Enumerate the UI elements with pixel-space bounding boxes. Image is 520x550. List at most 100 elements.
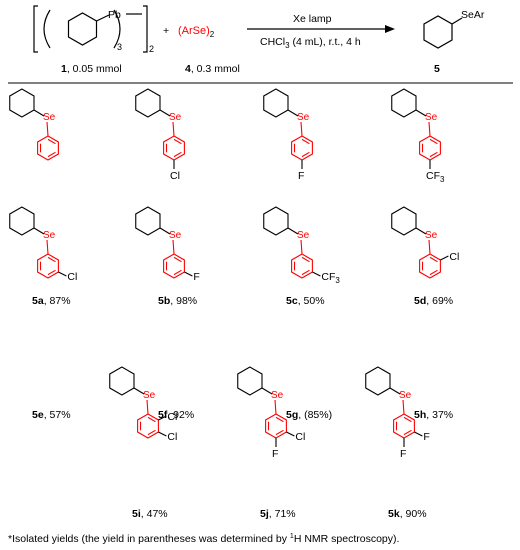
aromatic-double-bond bbox=[47, 138, 56, 145]
se-aryl-bond bbox=[428, 239, 431, 255]
lead-symbol: Pb bbox=[108, 9, 121, 21]
aromatic-double-bond bbox=[429, 256, 438, 263]
substituent-cl: Cl bbox=[167, 431, 177, 443]
reaction-arrow bbox=[247, 25, 395, 33]
c-se-bond bbox=[415, 109, 427, 117]
substituent-f: F bbox=[423, 431, 429, 443]
reagent2-formula: (ArSe)2 bbox=[178, 25, 215, 39]
ligand-count: 3 bbox=[117, 42, 122, 52]
product-label-5d: 5d, 69% bbox=[414, 295, 453, 307]
substituent-bond bbox=[414, 431, 423, 437]
product-label-5f: 5f, 92% bbox=[158, 409, 194, 421]
substituent-bond bbox=[58, 271, 67, 277]
benzene-ring bbox=[163, 253, 185, 279]
condition-solvent-sub: 3 bbox=[285, 41, 290, 50]
product-cyclohexane-ring bbox=[423, 15, 453, 49]
substituent-bond bbox=[440, 255, 449, 261]
aromatic-double-bond bbox=[429, 138, 438, 145]
se-aryl-bond bbox=[300, 239, 303, 255]
product-label-5j: 5j, 71% bbox=[260, 508, 296, 520]
aromatic-double-bond bbox=[403, 416, 412, 423]
reagent-cyclohexane-ring bbox=[67, 12, 98, 46]
reagent2-formula-main: (ArSe) bbox=[178, 25, 210, 37]
selenium-label: Se bbox=[271, 390, 284, 401]
se-aryl-bond bbox=[46, 121, 49, 137]
aromatic-double-bond bbox=[173, 138, 182, 145]
se-aryl-bond bbox=[402, 399, 405, 415]
substituent-cl: Cl bbox=[170, 170, 180, 182]
aromatic-double-bond bbox=[275, 429, 284, 436]
substituent-bond bbox=[158, 431, 167, 437]
left-parenthesis bbox=[43, 9, 51, 49]
se-aryl-bond bbox=[172, 239, 175, 255]
reagent2-amount: , 0.3 mmol bbox=[191, 63, 240, 75]
c-se-bond bbox=[287, 109, 299, 117]
benzene-ring bbox=[291, 253, 313, 279]
c-se-bond bbox=[287, 227, 299, 235]
product-label-5b: 5b, 98% bbox=[158, 295, 197, 307]
aromatic-double-bond bbox=[173, 256, 182, 263]
se-aryl-bond bbox=[300, 121, 303, 137]
c-se-bond bbox=[33, 109, 45, 117]
substituent-f: F bbox=[193, 271, 199, 283]
reagent2-formula-sub: 2 bbox=[210, 30, 215, 39]
selenium-label: Se bbox=[43, 112, 56, 123]
product-5d: Se CF3 5d, 69% bbox=[391, 88, 453, 307]
selenium-label: Se bbox=[425, 230, 438, 241]
selenium-label: Se bbox=[169, 112, 182, 123]
reagent1-label: 1, 0.05 mmol bbox=[61, 63, 122, 75]
c-pb-bond bbox=[96, 14, 110, 22]
cyclohexyl-ring bbox=[263, 206, 289, 236]
substituent-bond bbox=[312, 271, 321, 277]
reagent2-number: 4 bbox=[185, 63, 191, 75]
cyclohexyl-ring bbox=[9, 88, 35, 118]
product-5a: Se 5a, 87% bbox=[9, 88, 71, 307]
cyclohexyl-ring bbox=[109, 366, 135, 396]
plus-sign: + bbox=[163, 25, 169, 37]
aromatic-double-bond bbox=[301, 256, 310, 263]
cyclohexyl-ring bbox=[135, 206, 161, 236]
benzene-ring bbox=[37, 135, 59, 161]
selenium-label: Se bbox=[169, 230, 182, 241]
product-label-5a: 5a, 87% bbox=[32, 295, 71, 307]
product-label-5g: 5g, (85%) bbox=[286, 409, 332, 421]
product-label-5h: 5h, 37% bbox=[414, 409, 453, 421]
footnote: *Isolated yields (the yield in parenthes… bbox=[8, 533, 399, 545]
product-5f: SeF 5f, 92% bbox=[135, 206, 200, 421]
product-label-5i: 5i, 47% bbox=[132, 508, 168, 520]
benzene-ring bbox=[37, 253, 59, 279]
c-se-bond bbox=[133, 387, 145, 395]
substituent-cl: Cl bbox=[295, 431, 305, 443]
aromatic-double-bond bbox=[173, 269, 182, 276]
product-group: SeAr bbox=[461, 9, 485, 21]
aromatic-double-bond bbox=[275, 416, 284, 423]
footnote-superscript: 1 bbox=[290, 533, 294, 540]
aromatic-double-bond bbox=[301, 138, 310, 145]
condition-below-arrow: CHCl3 (4 mL), r.t., 4 h bbox=[260, 36, 361, 50]
c-se-bond bbox=[261, 387, 273, 395]
se-aryl-bond bbox=[172, 121, 175, 137]
cyclohexyl-ring bbox=[9, 206, 35, 236]
product-label-5k: 5k, 90% bbox=[388, 508, 427, 520]
condition-rest: (4 mL), r.t., 4 h bbox=[290, 36, 361, 48]
reagent1-amount: , 0.05 mmol bbox=[67, 63, 122, 75]
product-c-se-bond bbox=[451, 17, 463, 25]
c-se-bond bbox=[389, 387, 401, 395]
aromatic-double-bond bbox=[403, 429, 412, 436]
substituent-cf: CF3 bbox=[321, 271, 340, 285]
substituent-cf: CF3 bbox=[426, 170, 445, 184]
cyclohexyl-ring bbox=[391, 206, 417, 236]
cyclohexyl-ring bbox=[263, 88, 289, 118]
aromatic-double-bond bbox=[429, 151, 438, 158]
aromatic-double-bond bbox=[147, 429, 156, 436]
substituent-f: F bbox=[272, 448, 278, 460]
product-label-5c: 5c, 50% bbox=[286, 295, 325, 307]
substituent-cl: Cl bbox=[167, 411, 177, 423]
product-structure bbox=[423, 15, 463, 49]
